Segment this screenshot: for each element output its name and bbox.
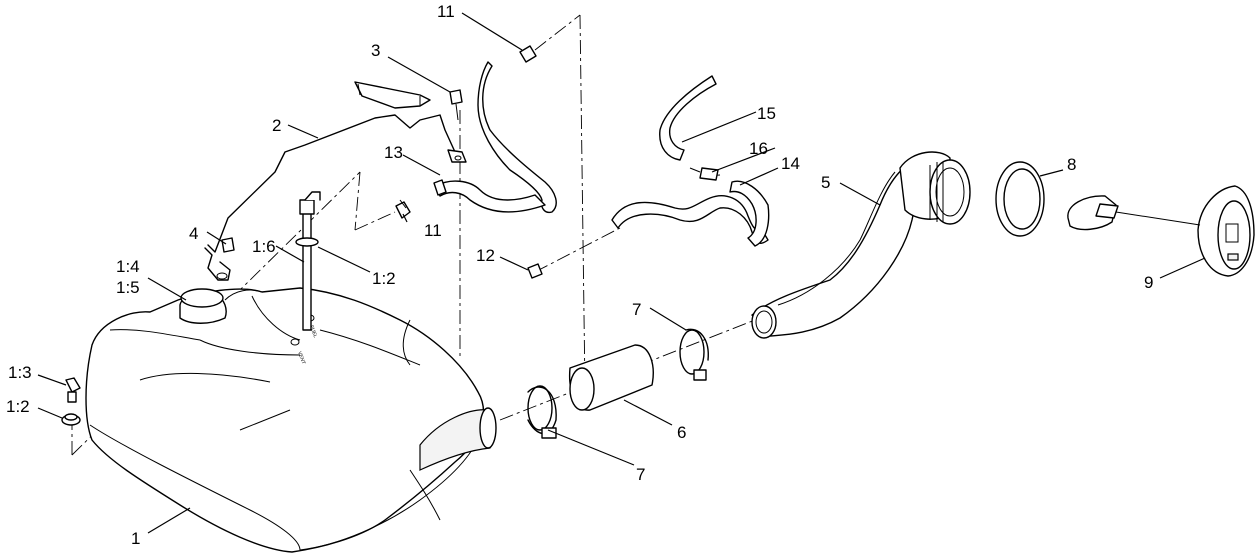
callout-16: 16 bbox=[749, 139, 768, 158]
callout-14: 14 bbox=[781, 154, 800, 173]
tank-fuel-marking: FUEL bbox=[308, 325, 318, 339]
bolt bbox=[449, 89, 463, 121]
callout-3: 3 bbox=[371, 41, 380, 60]
connector-16 bbox=[689, 167, 719, 181]
vent-tube bbox=[204, 81, 467, 281]
hose-14 bbox=[611, 180, 770, 247]
callout-7-lower: 7 bbox=[636, 465, 645, 484]
callout-5: 5 bbox=[821, 173, 830, 192]
callout-9: 9 bbox=[1144, 273, 1153, 292]
vent-hose-13 bbox=[433, 61, 557, 214]
callout-8: 8 bbox=[1067, 155, 1076, 174]
callout-1: 1 bbox=[131, 529, 140, 548]
filler-neck bbox=[751, 151, 971, 339]
hose-clamp-lower bbox=[527, 385, 557, 439]
callout-1-3: 1:3 bbox=[8, 363, 32, 382]
callout-12: 12 bbox=[476, 246, 495, 265]
tank-vent-marking: VENT bbox=[296, 351, 306, 366]
hose-clamp-12 bbox=[527, 263, 543, 279]
hose-15 bbox=[659, 75, 717, 161]
callout-13: 13 bbox=[384, 143, 403, 162]
callout-4: 4 bbox=[189, 224, 198, 243]
hose-clamp-upper bbox=[679, 328, 709, 381]
fuel-tank: FUEL VENT bbox=[85, 287, 497, 553]
callout-2: 2 bbox=[272, 116, 281, 135]
callout-11-top: 11 bbox=[437, 2, 455, 21]
leader-lines bbox=[37, 12, 1206, 534]
callout-labels: 1 2 3 4 1:4 1:5 1:6 1:2 1:3 1:2 11 13 11… bbox=[6, 2, 1153, 548]
grommet bbox=[61, 413, 81, 426]
callout-1-6: 1:6 bbox=[252, 237, 276, 256]
callout-1-4: 1:4 bbox=[116, 257, 140, 276]
clip bbox=[221, 237, 235, 253]
callout-11-mid: 11 bbox=[424, 221, 442, 240]
fuel-cap bbox=[1067, 185, 1255, 277]
fuel-pickup-tube bbox=[295, 191, 321, 331]
callout-7-upper: 7 bbox=[632, 300, 641, 319]
callout-15: 15 bbox=[757, 104, 776, 123]
callout-1-2-upper: 1:2 bbox=[372, 269, 396, 288]
coupling-hose bbox=[568, 344, 654, 411]
hose-fitting-top bbox=[519, 45, 537, 63]
callout-1-2-lower: 1:2 bbox=[6, 397, 30, 416]
hose-clamp-mid bbox=[395, 199, 411, 219]
elbow-fitting bbox=[65, 377, 81, 403]
gasket-ring bbox=[995, 161, 1045, 237]
callout-1-5: 1:5 bbox=[116, 278, 140, 297]
callout-6: 6 bbox=[677, 423, 686, 442]
